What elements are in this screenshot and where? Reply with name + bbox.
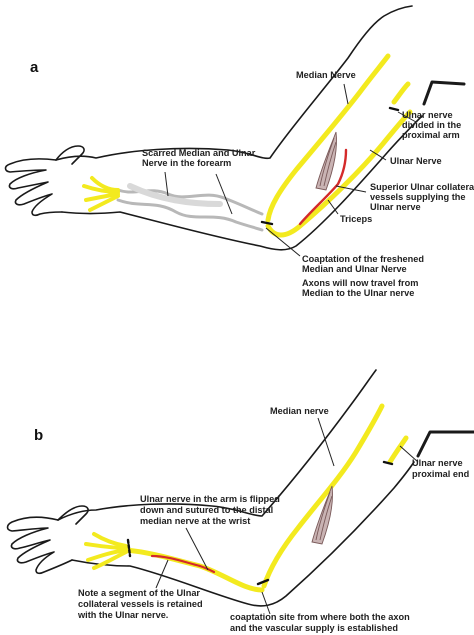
label-triceps-a: Triceps — [340, 214, 372, 224]
hand-nerve-branch-4-b — [92, 550, 128, 570]
leader-ulnar-prox-b — [399, 445, 419, 463]
collateral-vessels-a — [298, 148, 348, 226]
coaptation-suture-a — [260, 220, 274, 226]
retained-vessel-segment-b — [150, 554, 216, 574]
median-nerve-a — [265, 53, 391, 223]
triceps-fiber-1-b — [315, 491, 331, 541]
label-coapt-line-2-b: and the vascular supply is established — [230, 623, 398, 633]
hand-nerve-branch-2-a — [82, 184, 120, 194]
suture-marks-a — [260, 106, 400, 226]
label-median-nerve-b: Median nerve — [270, 406, 329, 416]
arm-nerves-a — [265, 53, 413, 238]
panel-b: b — [6, 369, 474, 633]
label-scarred-line-2-a: Nerve in the forearm — [142, 158, 231, 168]
shoulder-cut-a — [422, 80, 466, 106]
triceps-fiber-2-a — [323, 141, 337, 187]
hand-nerve-branch-3-a — [84, 192, 120, 202]
scar-shadow-a — [127, 183, 223, 207]
ulnar-cut-mark-a — [388, 106, 400, 112]
hand-nerve-branch-3-b — [86, 548, 128, 562]
label-superior-line-1-a: Superior Ulnar collateral — [370, 182, 474, 192]
label-scarred-line-1-a: Scarred Median and Ulnar — [142, 148, 256, 158]
scarred-nerves-a — [116, 183, 264, 232]
leader-note-b — [155, 559, 169, 589]
leader-scarred-2-a — [215, 173, 233, 215]
leader-median-b — [317, 417, 335, 467]
leader-ulnar-divided-a — [397, 111, 417, 123]
labels-b: Median nerve Ulnar nerve proximal end Ul… — [77, 406, 469, 633]
hand-nerve-branch-1-b — [92, 532, 128, 548]
label-flipped-line-3-b: median nerve at the wrist — [140, 516, 250, 526]
label-coapt-line-1-b: coaptation site from where both the axon — [230, 612, 410, 622]
leader-ulnar-nerve-a — [369, 149, 387, 161]
wrist-suture-b — [126, 538, 132, 558]
label-flipped-line-1-b: Ulnar nerve in the arm is flipped — [140, 494, 280, 504]
hand-nerve-branch-1-a — [90, 176, 120, 192]
thumb-a — [55, 145, 85, 165]
thumb-b — [57, 505, 89, 525]
suture-marks-b — [126, 460, 394, 586]
label-note-line-3-b: with the Ulnar nerve. — [77, 610, 168, 620]
leader-coapt-b — [261, 591, 271, 615]
label-median-nerve-a: Median Nerve — [296, 70, 356, 80]
label-coaptation-line-3-a: Axons will now travel from — [302, 278, 418, 288]
label-ulnar-prox-line-1-b: Ulnar nerve — [412, 458, 463, 468]
hand-nerves-b — [84, 532, 128, 570]
arm-lower-contour-b — [71, 461, 415, 607]
scarred-ulnar-a — [116, 198, 264, 232]
label-coaptation-line-1-a: Coaptation of the freshened — [302, 254, 424, 264]
label-coaptation-line-4-a: Median to the Ulnar nerve — [302, 288, 414, 298]
label-note-line-1-b: Note a segment of the Ulnar — [78, 588, 200, 598]
ulnar-nerve-distal-a — [265, 109, 413, 238]
median-nerve-b — [261, 403, 385, 589]
arm-upper-contour-b — [57, 369, 377, 521]
arm-outline-a — [4, 5, 466, 251]
arm-lower-contour-a — [61, 115, 423, 251]
hand-nerve-branch-4-a — [88, 194, 120, 212]
hand-nerves-a — [82, 176, 120, 212]
hand-nerve-branch-2-b — [84, 542, 128, 550]
leader-lines-a — [164, 83, 417, 257]
arm-upper-contour-a — [55, 5, 413, 161]
ulnar-cut-mark-b — [382, 460, 394, 466]
panel-a: a — [4, 5, 474, 298]
label-coaptation-line-2-a: Median and Ulnar Nerve — [302, 264, 407, 274]
triceps-fiber-2-b — [319, 495, 333, 541]
label-note-line-2-b: collateral vessels is retained — [78, 599, 203, 609]
label-ulnar-nerve-a: Ulnar Nerve — [390, 156, 442, 166]
leader-lines-b — [155, 417, 419, 615]
label-superior-line-3-a: Ulnar nerve — [370, 202, 421, 212]
hand-a — [4, 158, 63, 217]
panel-b-letter: b — [34, 427, 43, 444]
shoulder-cut-b — [416, 430, 474, 458]
arm-outline-b — [6, 369, 474, 607]
ulnar-nerve-proximal-a — [391, 81, 411, 105]
leader-scarred-1-a — [164, 171, 169, 197]
hand-b — [6, 516, 73, 575]
leader-superior-a — [335, 185, 367, 193]
elbow-coaptation-b — [256, 578, 270, 586]
label-ulnar-divided-line-2-a: divided in the — [402, 120, 461, 130]
panel-a-letter: a — [30, 59, 39, 76]
leader-triceps-a — [327, 199, 339, 215]
label-superior-line-2-a: vessels supplying the — [370, 192, 465, 202]
leader-coaptation-a — [265, 227, 301, 257]
label-flipped-line-2-b: down and sutured to the distal — [140, 505, 273, 515]
labels-a: Median Nerve Ulnar nerve divided in the … — [142, 70, 474, 298]
triceps-b — [311, 485, 333, 545]
triceps-fiber-1-a — [319, 137, 335, 187]
triceps-a — [315, 131, 337, 191]
leader-flipped-b — [185, 527, 209, 571]
label-ulnar-divided-line-1-a: Ulnar nerve — [402, 110, 453, 120]
leader-median-a — [343, 83, 349, 105]
ulnar-nerve-proximal-b — [387, 435, 409, 465]
label-ulnar-prox-line-2-b: proximal end — [412, 469, 469, 479]
label-ulnar-divided-line-3-a: proximal arm — [402, 130, 460, 140]
